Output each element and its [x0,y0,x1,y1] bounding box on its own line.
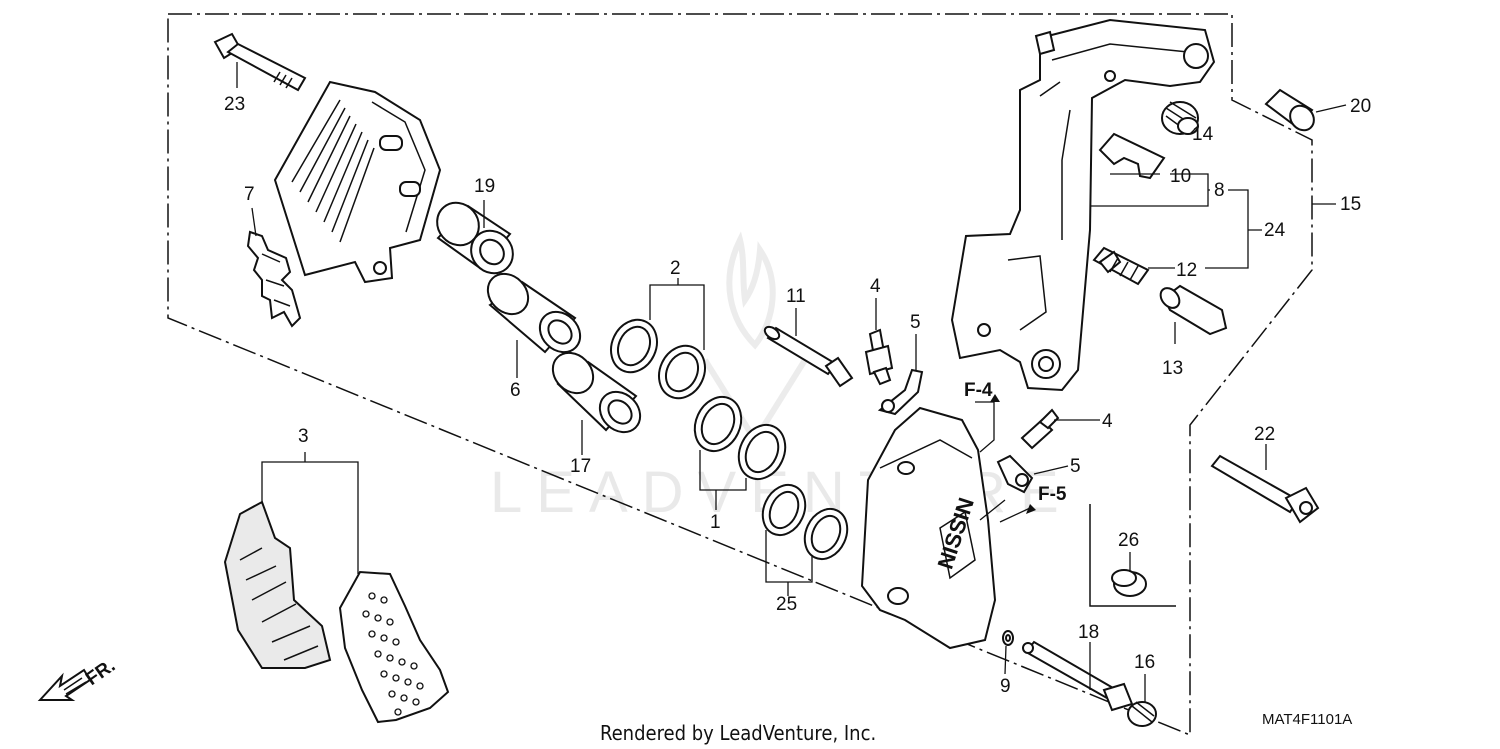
pad-spring-7[interactable] [246,230,302,328]
label-3[interactable]: 3 [298,426,309,447]
caliper-bracket-plate[interactable] [273,80,442,284]
washer-9[interactable] [1002,630,1014,646]
label-19[interactable]: 19 [474,176,495,197]
bleeder-4-lower[interactable] [1020,408,1060,450]
label-11[interactable]: 11 [786,286,806,307]
diagram-code: MAT4F1101A [1262,711,1352,728]
f4-arrow-icon [990,394,1000,402]
cap-26[interactable] [1111,569,1147,597]
bleeder-cap-5-upper[interactable] [877,368,924,416]
brake-pads-3[interactable] [223,500,450,724]
caliper-body[interactable]: NISSIN [860,406,997,650]
label-5-lower[interactable]: 5 [1070,456,1081,477]
ref-f4[interactable]: F-4 [964,380,993,401]
label-1[interactable]: 1 [710,512,721,533]
label-4-lower[interactable]: 4 [1102,411,1113,432]
bleeder-4-upper[interactable] [864,328,894,386]
part-labels: 23 7 19 6 17 2 1 25 3 11 4 5 4 5 9 18 16… [224,94,1371,697]
boot-14[interactable] [1161,101,1199,135]
label-14[interactable]: 14 [1192,124,1214,145]
label-15[interactable]: 15 [1340,194,1361,215]
boot-13[interactable] [1157,284,1228,336]
label-24[interactable]: 24 [1264,220,1286,241]
label-2[interactable]: 2 [670,258,681,279]
sleeve-17[interactable] [545,345,649,441]
piston-seals-1[interactable] [686,389,794,486]
label-25[interactable]: 25 [776,594,797,615]
front-direction-arrow-icon [37,668,92,701]
collar-20[interactable] [1264,88,1319,135]
label-18[interactable]: 18 [1078,622,1099,643]
bolt-22[interactable] [1210,454,1320,524]
front-direction-label: FR. [82,655,119,690]
pin-11[interactable] [763,324,854,388]
footer-credit: Rendered by LeadVenture, Inc. [600,721,876,745]
bleeder-cap-5-lower[interactable] [996,454,1034,494]
assembly-outline [167,13,1313,737]
label-22[interactable]: 22 [1254,424,1275,445]
label-8[interactable]: 8 [1214,180,1225,201]
slide-pin-12[interactable] [1092,246,1150,286]
label-17[interactable]: 17 [570,456,591,477]
plug-16[interactable] [1127,701,1157,727]
collar-19[interactable] [429,194,522,281]
piston-seals-2[interactable] [603,312,714,406]
inset-frame [1089,504,1176,607]
label-20[interactable]: 20 [1350,96,1371,117]
label-10[interactable]: 10 [1170,166,1191,187]
piston-seals-25[interactable] [755,478,855,566]
label-12[interactable]: 12 [1176,260,1197,281]
label-23[interactable]: 23 [224,94,245,115]
label-16[interactable]: 16 [1134,652,1155,673]
support-bracket[interactable] [950,18,1216,392]
bolt-23[interactable] [213,32,307,92]
pad-pin-18[interactable] [1022,640,1134,712]
label-4-upper[interactable]: 4 [870,276,881,297]
label-13[interactable]: 13 [1162,358,1183,379]
label-9[interactable]: 9 [1000,676,1011,697]
label-7[interactable]: 7 [244,184,255,205]
f5-arrow-icon [1026,504,1036,514]
leader-lines [236,62,1347,702]
sleeve-6[interactable] [480,266,589,361]
label-6[interactable]: 6 [510,380,521,401]
label-26[interactable]: 26 [1118,530,1139,551]
label-5-upper[interactable]: 5 [910,312,921,333]
clip-10[interactable] [1098,132,1166,180]
ref-f5[interactable]: F-5 [1038,484,1067,505]
